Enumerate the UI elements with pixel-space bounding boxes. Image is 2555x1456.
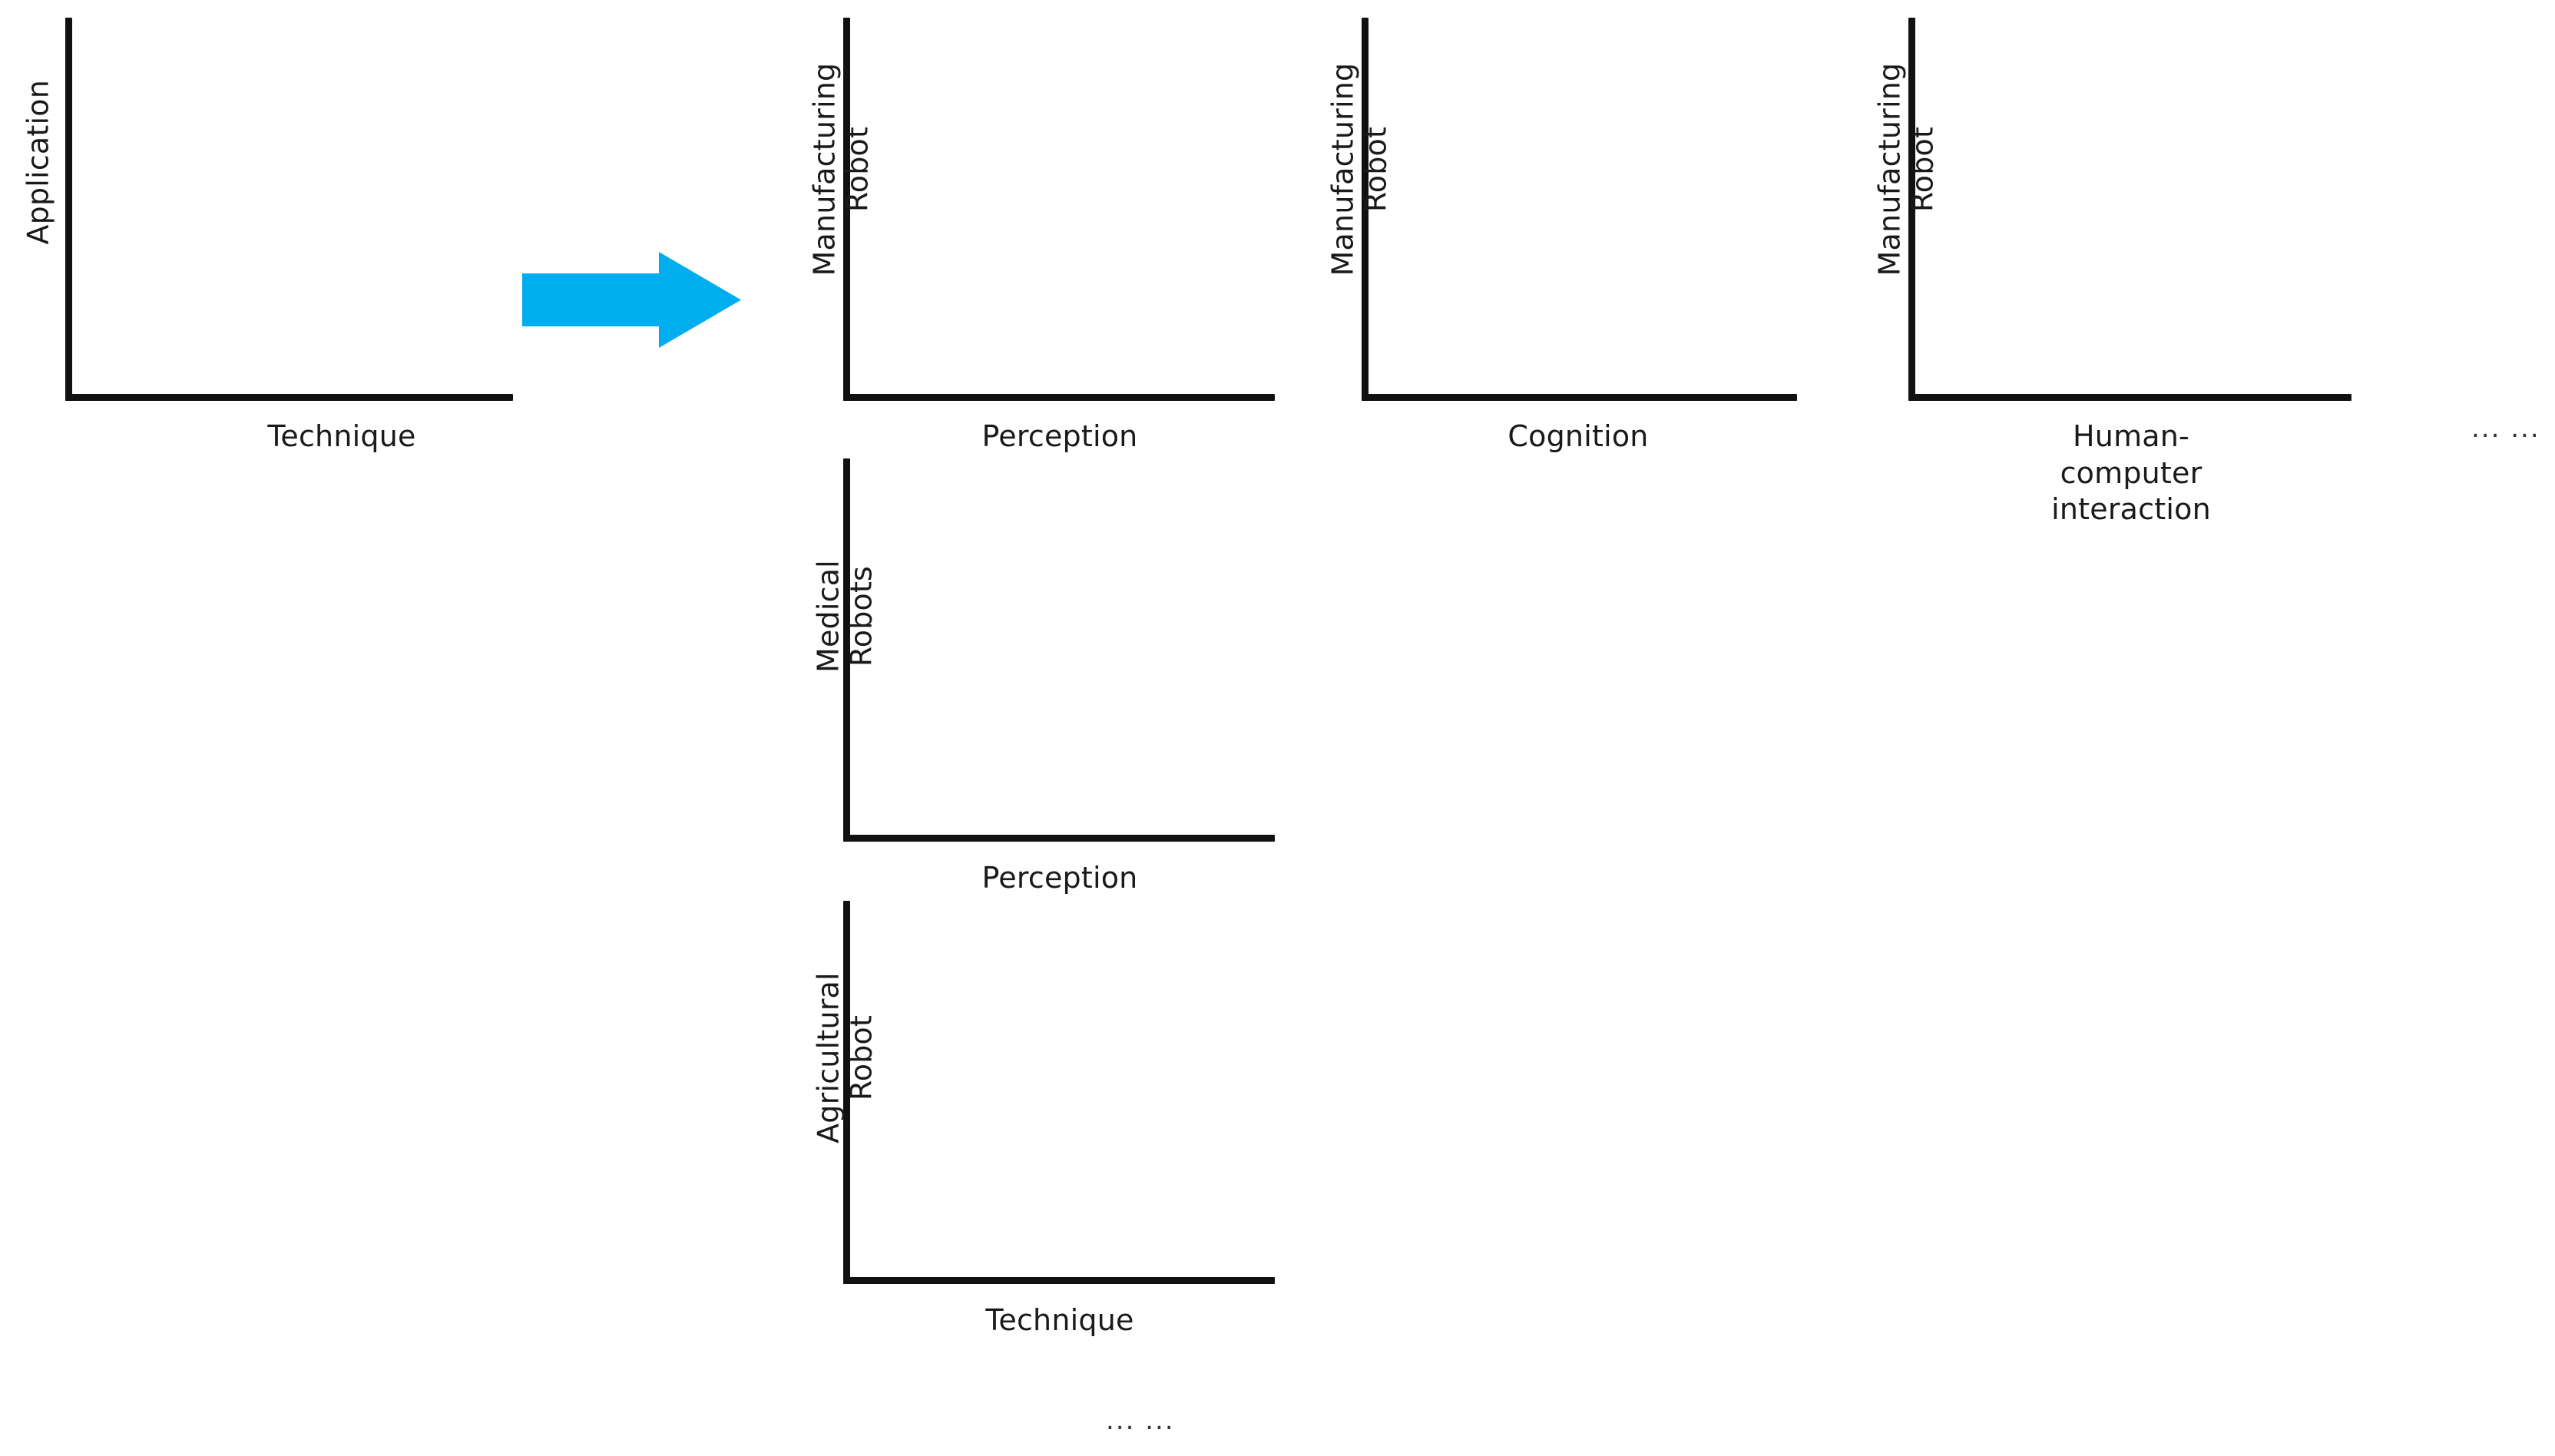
x-axis-line [843,835,1275,842]
axis-group-application-technique [65,18,513,401]
y-axis-line [1362,18,1369,401]
x-axis-label-technique-2: Technique [985,1303,1134,1337]
y-axis-line [843,901,850,1284]
y-axis-label-manufacturing-robot-3: Manufacturing Robot [1872,62,1939,276]
x-axis-line [843,1277,1275,1284]
x-axis-label-technique: Technique [267,419,416,453]
column-bottom-ellipsis: ... ... [1106,1405,1175,1436]
axis-group-manufacturing-hci [1908,18,2351,401]
y-axis-line [843,458,850,842]
axis-group-agricultural-technique [843,901,1275,1284]
axis-group-manufacturing-cognition [1362,18,1797,401]
x-axis-label-perception-1: Perception [981,419,1138,453]
axis-group-manufacturing-perception [843,18,1275,401]
y-axis-line [843,18,850,401]
x-axis-line [1908,394,2351,401]
y-axis-label-manufacturing-robot-1: Manufacturing Robot [807,62,874,276]
y-axis-line [1908,18,1915,401]
x-axis-label-human-computer-interaction: Human- computer interaction [2051,419,2211,526]
y-axis-label-manufacturing-robot-2: Manufacturing Robot [1325,62,1392,276]
x-axis-label-cognition: Cognition [1508,419,1649,453]
row-trailing-ellipsis: ... ... [2471,413,2540,444]
y-axis-line [65,18,72,401]
axis-group-medical-perception [843,458,1275,842]
y-axis-label-medical-robots: Medical Robots [811,560,878,673]
expansion-arrow-icon [522,252,741,348]
y-axis-label-agricultural-robot: Agricultural Robot [811,972,878,1143]
y-axis-label-application: Application [21,80,55,245]
x-axis-label-perception-2: Perception [981,861,1138,895]
x-axis-line [65,394,513,401]
x-axis-line [1362,394,1797,401]
x-axis-line [843,394,1275,401]
